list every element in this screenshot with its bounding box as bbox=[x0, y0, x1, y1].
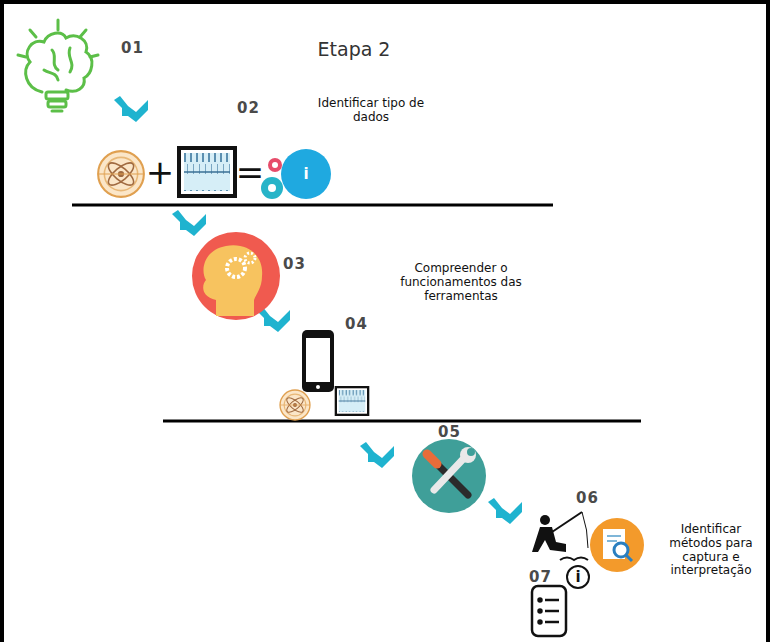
spectrogram-icon bbox=[179, 148, 235, 196]
info-circle bbox=[567, 566, 589, 588]
callout-number: 06 bbox=[576, 490, 599, 507]
separator-line bbox=[72, 204, 553, 207]
info-letter: i bbox=[303, 167, 308, 182]
separator-line bbox=[163, 420, 641, 423]
callout-number: 07 bbox=[529, 569, 552, 586]
list-icon bbox=[532, 586, 566, 636]
callout-number: 05 bbox=[438, 424, 461, 441]
fisherman-icon bbox=[532, 512, 588, 560]
callout-number: 02 bbox=[237, 100, 260, 117]
chevron bbox=[488, 498, 522, 524]
chevron bbox=[114, 96, 148, 122]
gears-info-icon bbox=[261, 149, 331, 199]
phone-icon bbox=[302, 330, 334, 392]
gauge-icon bbox=[280, 390, 310, 420]
tools-icon bbox=[412, 439, 486, 513]
chevron bbox=[360, 442, 394, 468]
step-note: Identificar métodos para captura e inter… bbox=[660, 523, 762, 578]
head-gears-icon bbox=[192, 232, 280, 320]
brain-bulb-icon bbox=[18, 20, 98, 111]
callout-number: 01 bbox=[121, 40, 144, 57]
spectrogram-icon bbox=[336, 387, 368, 415]
gauge-icon bbox=[98, 151, 144, 197]
info-letter: i bbox=[575, 570, 580, 585]
document-search-icon bbox=[590, 518, 644, 572]
step-note: Compreender o funcionamentos das ferrame… bbox=[386, 262, 536, 303]
callout-number: 04 bbox=[345, 316, 368, 333]
equals-sign: = bbox=[236, 155, 265, 189]
chevron bbox=[172, 210, 206, 236]
plus-sign: + bbox=[146, 155, 175, 189]
stage-title: Etapa 2 bbox=[318, 39, 391, 61]
step-note: Identificar tipo de dados bbox=[313, 97, 429, 125]
callout-number: 03 bbox=[283, 256, 306, 273]
